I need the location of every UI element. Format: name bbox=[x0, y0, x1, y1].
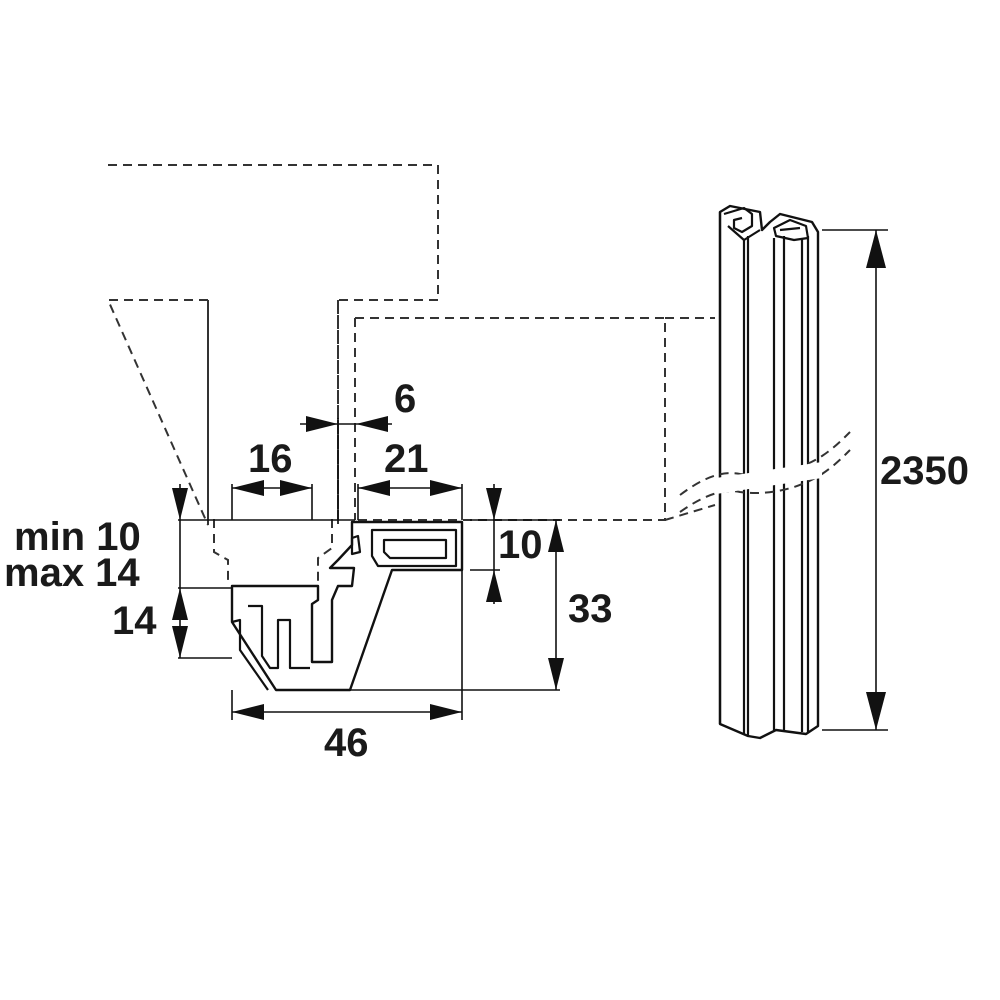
dim-10-arrow-bottom bbox=[486, 570, 502, 602]
dim-2350-arrow-bottom bbox=[866, 692, 886, 730]
dim-14-label: 14 bbox=[112, 599, 157, 643]
dim-max-label: max 14 bbox=[4, 551, 140, 595]
dim-33-arrow-top bbox=[548, 520, 564, 552]
profile-clip bbox=[350, 534, 362, 556]
profile-track-inner bbox=[382, 538, 448, 560]
dim-minmax-arrow-top bbox=[172, 488, 188, 520]
profile-track bbox=[370, 528, 458, 568]
dim-16-arrow-left bbox=[232, 480, 264, 496]
ext-lines bbox=[178, 229, 888, 731]
dim-21-arrow-right bbox=[430, 480, 462, 496]
profile-inner-slot bbox=[248, 604, 310, 670]
dim-10-label: 10 bbox=[498, 523, 543, 567]
dim-16-label: 16 bbox=[248, 437, 293, 481]
dim-16-arrow-right bbox=[280, 480, 312, 496]
dim-21-arrow-left bbox=[358, 480, 390, 496]
dim-21-label: 21 bbox=[384, 437, 429, 481]
dim-min-label: min 10 bbox=[14, 515, 141, 559]
dim-46-arrow-right bbox=[430, 704, 462, 720]
break-gap-mask bbox=[716, 462, 822, 494]
dim-33-label: 33 bbox=[568, 587, 613, 631]
dim-6-arrow-right bbox=[356, 416, 388, 432]
dim-6-label: 6 bbox=[394, 377, 416, 421]
dim-33-arrow-bottom bbox=[548, 658, 564, 690]
dim-6-arrow-left bbox=[306, 416, 338, 432]
door-panel-edge-left bbox=[207, 300, 229, 584]
dim-14-arrow-bottom bbox=[172, 626, 188, 658]
door-panel-edge-right bbox=[317, 300, 339, 582]
dim-46-label: 46 bbox=[324, 721, 369, 765]
profile-cross-section bbox=[230, 520, 464, 692]
dim-2350-arrow-top bbox=[866, 230, 886, 268]
adjacent-panel-extension bbox=[664, 317, 716, 521]
dim-14-arrow-top bbox=[172, 588, 188, 620]
dim-10-arrow-top bbox=[486, 488, 502, 520]
profile-hook bbox=[231, 618, 269, 691]
break-line-lower bbox=[679, 449, 851, 513]
dim-2350-label: 2350 bbox=[880, 449, 969, 493]
dim-46-arrow-left bbox=[232, 704, 264, 720]
